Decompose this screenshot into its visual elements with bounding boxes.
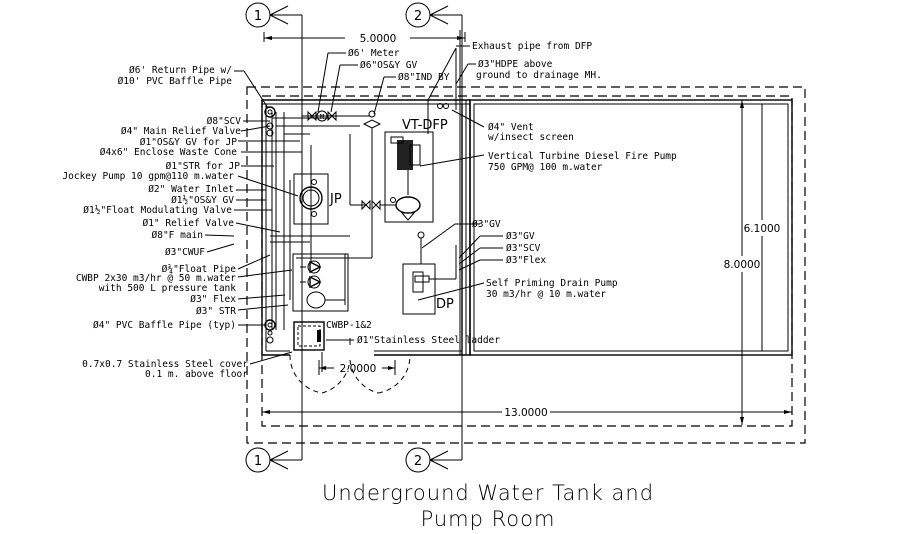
vertical-turbine-fire-pump: VT-DFP [380,118,448,223]
label-osy-gv-6: Ø6"OS&Y GV [360,60,417,71]
label-return-pipe-line2: Ø10' PVC Baffle Pipe [118,76,233,87]
label-flex-3: Ø3" Flex [190,294,236,305]
label-float-mod-valve: Ø1½"Float Modulating Valve [83,205,232,216]
label-cwbp-line2: with 500 L pressure tank [99,283,237,294]
label-exhaust-pipe: Exhaust pipe from DFP [472,41,592,52]
meter-assembly: M [307,110,382,129]
label-vt-dfp-line2: 750 GPM@ 100 m.water [488,162,603,173]
label-hdpe-line2: ground to drainage MH. [476,70,602,81]
dimension-door-width: 2.0000 [318,360,396,375]
label-osy-gv-jp: Ø1"OS&Y GV for JP [140,137,238,148]
dimension-overall-height: 8.0000 [724,100,761,425]
label-str-3: Ø3" STR [196,306,236,317]
jockey-pump: JP [293,145,342,262]
dimension-label: 13.0000 [504,407,547,419]
label-return-pipe-line1: Ø6' Return Pipe w/ [129,65,232,76]
dimension-overall-length: 13.0000 [262,407,792,419]
section-line-2 [429,5,463,470]
label-waste-cone: Ø4x6" Enclose Waste Cone [100,147,238,158]
booster-pumps [292,253,349,312]
exhaust-and-drain-piping [427,30,461,355]
label-float-pipe: Ø¾"Float Pipe [162,264,237,275]
section-marker-label: 1 [254,454,262,469]
label-cwbp-line1: CWBP 2x30 m3/hr @ 50 m.water [76,273,236,284]
left-leader-lines [204,70,302,365]
label-cwuf: Ø3"CWUF [165,247,205,258]
top-annotations: Ø6' Meter Ø6"OS&Y GV Ø8"IND BY [348,48,450,83]
left-annotations: Ø6' Return Pipe w/ Ø10' PVC Baffle Pipe … [62,65,248,380]
label-vent-line1: Ø4" Vent [488,122,534,133]
label-f-main: Ø8"F main [152,230,203,241]
dimension-label: 6.1000 [744,223,781,235]
section-marker-2-top: 2 [405,2,431,28]
section-marker-1-top: 1 [245,2,271,28]
label-flex-3b: Ø3"Flex [506,255,546,266]
label-pvc-baffle: Ø4" PVC Baffle Pipe (typ) [93,320,236,331]
label-scv-3: Ø3"SCV [506,243,541,254]
label-ss-cover-line2: 0.1 m. above floor [145,369,248,380]
outer-boundary [246,86,806,444]
dimension-inner-height: 6.1000 [744,104,781,351]
section-marker-label: 2 [414,454,422,469]
label-ss-cover-line1: 0.7x0.7 Stainless Steel cover [82,359,248,370]
label-scv-8: Ø8"SCV [207,116,242,127]
dimension-label: 8.0000 [724,259,761,271]
label-main-relief-valve: Ø4" Main Relief Valve [121,126,241,137]
pump-room-walls [261,99,471,356]
booster-pump-tag: CWBP-1&2 [326,320,372,331]
section-marker-label: 2 [414,9,422,24]
svg-text:M: M [320,113,324,121]
stainless-steel-ladder-pit: CWBP-1&2 [293,320,372,351]
label-ind-by: Ø8"IND BY [398,72,450,83]
label-drain-pump-line1: Self Priming Drain Pump [486,278,618,289]
top-leader-lines [317,52,396,115]
jp-connection-piping [296,128,381,259]
drawing-title-line1: Underground Water Tank and [322,481,654,505]
dimension-top-width: 5.0000 [263,32,466,45]
right-annotations: Exhaust pipe from DFP Ø3"HDPE above grou… [357,41,677,346]
label-vent-line2: w/insect screen [488,132,574,143]
label-str-jp: Ø1"STR for JP [166,161,241,172]
label-meter: Ø6' Meter [348,48,400,59]
left-piping-risers [270,112,370,330]
label-drain-pump-line2: 30 m3/hr @ 10 m.water [486,289,606,300]
section-line-1 [269,5,303,470]
drain-pump-tag: DP [436,297,454,312]
label-osy-gv-1-5: Ø1½"OS&Y GV [171,195,234,206]
label-jockey-pump: Jockey Pump 10 gpm@110 m.water [62,171,234,182]
right-leader-lines [326,45,503,341]
dimension-label: 5.0000 [360,33,397,45]
label-water-inlet: Ø2" Water Inlet [148,184,234,195]
door-swings [289,338,411,394]
fire-pump-tag: VT-DFP [402,118,448,133]
section-marker-2-bottom: 2 [405,447,431,473]
drain-pump: DP [402,231,457,315]
label-hdpe-line1: Ø3"HDPE above [478,59,553,70]
label-ladder: Ø1"Stainless Steel ladder [357,335,500,346]
jockey-pump-tag: JP [329,192,342,207]
label-relief-valve-1: Ø1" Relief Valve [142,218,234,229]
label-vt-dfp-line1: Vertical Turbine Diesel Fire Pump [488,151,677,162]
drawing-title-line2: Pump Room [421,507,556,531]
label-gv-3b: Ø3"GV [506,231,535,242]
dimension-label: 2.0000 [340,363,377,375]
label-gv-3a: Ø3"GV [472,219,501,230]
water-tank-walls [469,99,793,356]
section-marker-1-bottom: 1 [245,447,271,473]
section-marker-label: 1 [254,9,262,24]
